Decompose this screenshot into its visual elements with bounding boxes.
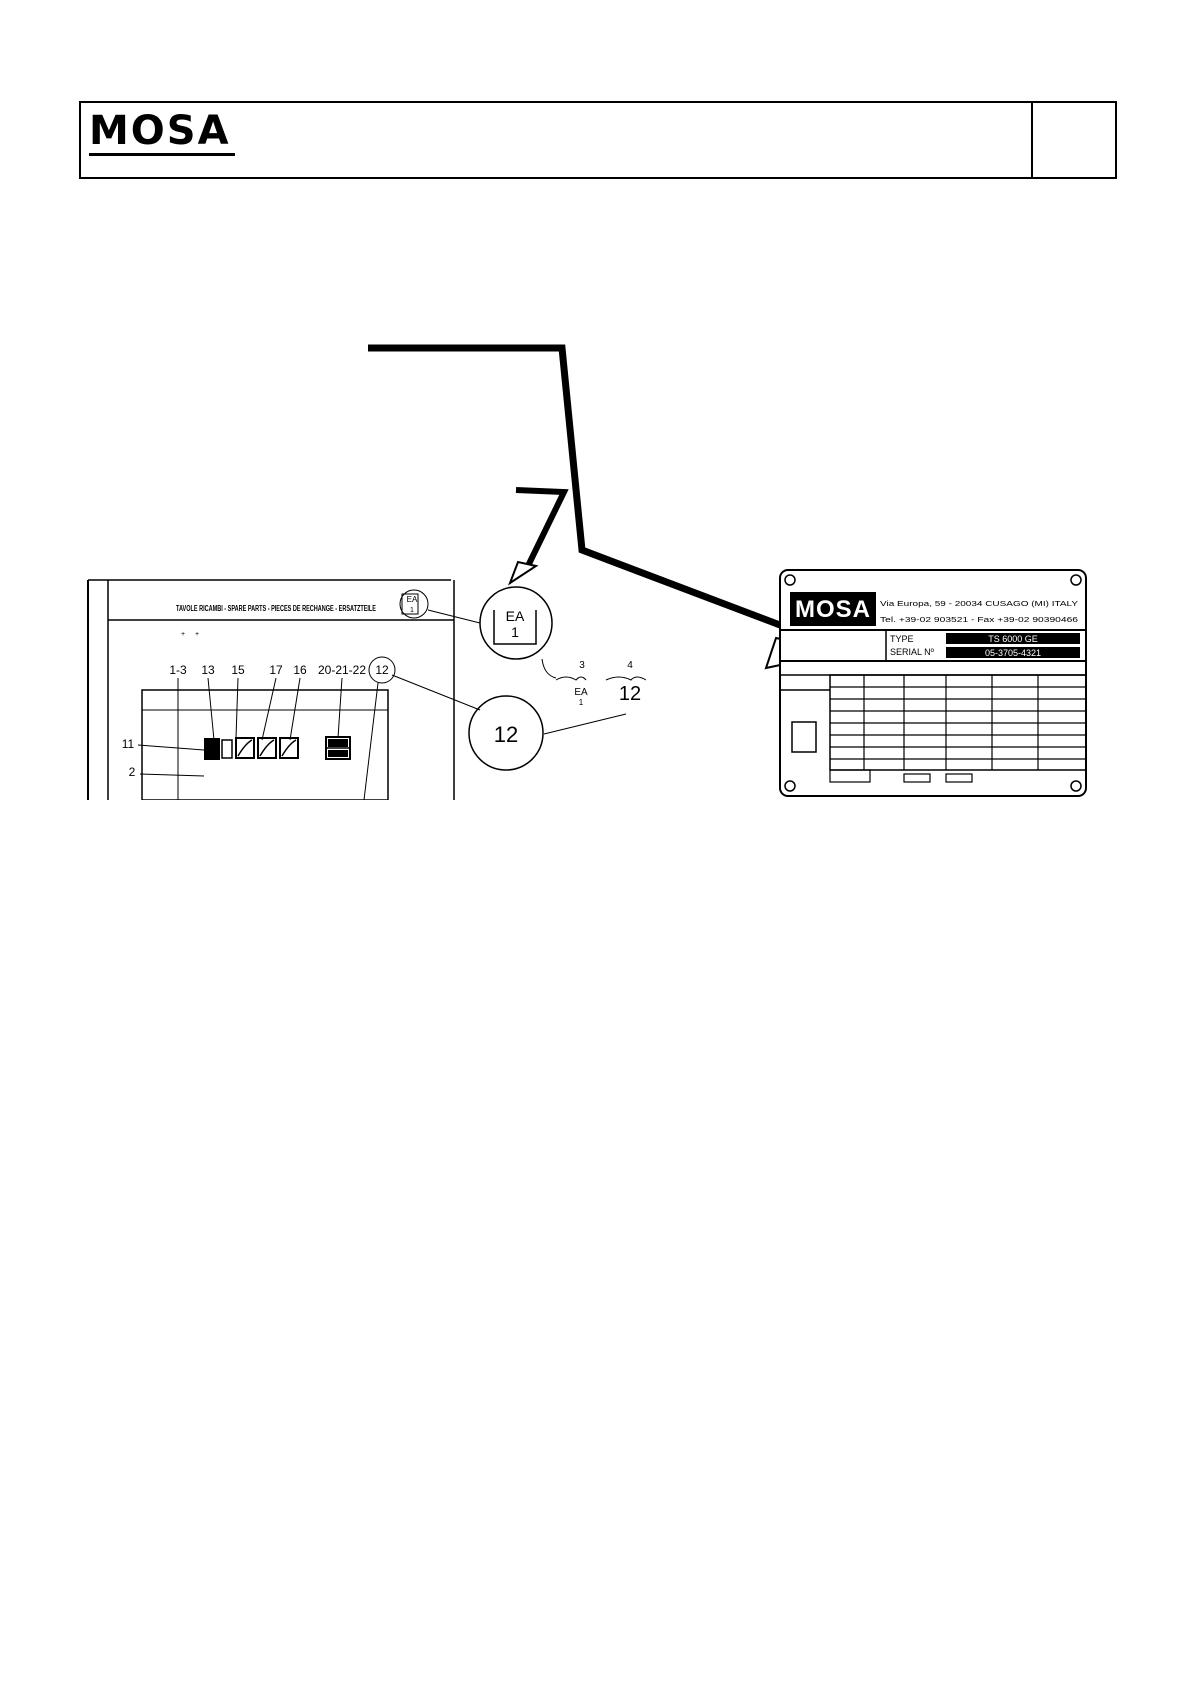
arrow-to-ea bbox=[507, 487, 569, 586]
nameplate-logo-plate bbox=[790, 592, 876, 626]
mosa-logo: MOSA bbox=[89, 108, 231, 154]
page-number-box bbox=[1033, 103, 1115, 177]
header-divider bbox=[1031, 103, 1033, 177]
callout-2: 2 bbox=[129, 765, 136, 779]
manual-header-strip: TAVOLE RICAMBI - SPARE PARTS - PIECES DE… bbox=[176, 604, 376, 613]
zoom-circle-12: 12 bbox=[391, 674, 544, 771]
nameplate-address-1: Via Europa, 59 - 20034 CUSAGO (MI) ITALY bbox=[880, 599, 1078, 608]
figure-svg: TAVOLE RICAMBI - SPARE PARTS - PIECES DE… bbox=[87, 344, 1087, 801]
callout-16: 16 bbox=[293, 663, 307, 677]
brace-left-mark: 3 bbox=[579, 660, 585, 671]
zoom-ea-top: EA bbox=[506, 608, 525, 624]
identification-figure: TAVOLE RICAMBI - SPARE PARTS - PIECES DE… bbox=[86, 330, 1106, 801]
logo-underline bbox=[89, 153, 235, 156]
brace-left-code: EA bbox=[574, 687, 588, 698]
nameplate-mark-box bbox=[791, 721, 817, 753]
nameplate-serial-value: 05-3705-4321 bbox=[985, 648, 1041, 658]
svg-text:+: + bbox=[195, 631, 199, 638]
svg-text:+: + bbox=[181, 631, 185, 638]
brace-right-code: 12 bbox=[619, 683, 641, 705]
nameplate-serial-label: SERIAL Nº bbox=[890, 647, 935, 657]
brace-left-sub: 1 bbox=[579, 698, 584, 707]
callout-1-3: 1-3 bbox=[169, 663, 187, 677]
manual-page-excerpt: TAVOLE RICAMBI - SPARE PARTS - PIECES DE… bbox=[87, 579, 455, 801]
page-header: MOSA bbox=[79, 101, 1117, 179]
nameplate-address-2: Tel. +39-02 903521 - Fax +39-02 90390466 bbox=[880, 617, 1078, 624]
callout-15: 15 bbox=[231, 663, 245, 677]
callout-11: 11 bbox=[122, 737, 135, 751]
brace-annotation: 3 4 EA 1 12 bbox=[541, 658, 647, 735]
zoom-circle-ea: EA 1 bbox=[427, 586, 553, 660]
nameplate-logo: MOSA bbox=[795, 596, 871, 623]
zoom-ea-bottom: 1 bbox=[511, 624, 519, 640]
manual-ea-badge-bottom: 1 bbox=[410, 607, 414, 614]
callout-20-21-22: 20-21-22 bbox=[318, 663, 366, 677]
zoom-12-label: 12 bbox=[494, 722, 518, 747]
callout-13: 13 bbox=[201, 663, 215, 677]
brace-right-mark: 4 bbox=[627, 660, 633, 671]
callout-12: 12 bbox=[375, 663, 389, 677]
manual-ea-badge-top: EA bbox=[407, 595, 418, 604]
nameplate-type-label: TYPE bbox=[890, 634, 914, 644]
nameplate-rating-table bbox=[829, 674, 1087, 771]
callout-17: 17 bbox=[269, 663, 283, 677]
panel-drawing bbox=[141, 689, 389, 801]
callout-labels: 1-3 13 15 17 16 20-21-22 12 11 2 + bbox=[122, 631, 396, 801]
nameplate-type-value: TS 6000 GE bbox=[988, 634, 1038, 644]
nameplate: MOSA Via Europa, 59 - 20034 CUSAGO (MI) … bbox=[779, 569, 1087, 797]
